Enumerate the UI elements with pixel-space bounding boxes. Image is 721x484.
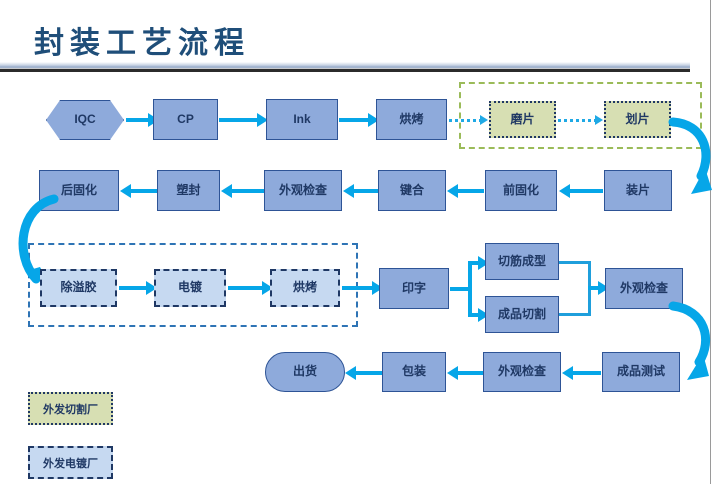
arrowhead-deflash-plating <box>146 281 157 295</box>
connector-deflash-plating <box>119 286 148 290</box>
node-molding[interactable]: 塑封 <box>157 170 220 211</box>
connector-ink-bake1 <box>339 118 370 122</box>
arrowhead-mold-postcure <box>120 184 131 198</box>
arrowhead-bake1-grind <box>480 115 488 125</box>
title-divider-dark <box>0 69 690 72</box>
arrowhead-grind-scribe <box>595 115 603 125</box>
node-bake-2[interactable]: 烘烤 <box>270 269 340 307</box>
connector-trimform-merge <box>559 261 591 264</box>
connector-merge-to-visual2 <box>588 286 602 290</box>
connector-split-to-singulate <box>468 313 482 317</box>
node-pre-cure[interactable]: 前固化 <box>485 170 557 211</box>
connector-diebond-precure <box>570 189 603 193</box>
node-wire-bonding[interactable]: 键合 <box>378 170 446 211</box>
node-grinding[interactable]: 磨片 <box>489 101 556 138</box>
arrowhead-ink-bake1 <box>368 113 379 127</box>
node-cp[interactable]: CP <box>153 99 218 140</box>
slide-right-border <box>710 0 711 484</box>
node-visual-inspection-1[interactable]: 外观检查 <box>264 170 342 211</box>
connector-split-vertical <box>468 263 472 315</box>
arrowhead-bond-visual1 <box>343 184 354 198</box>
node-final-test[interactable]: 成品测试 <box>602 352 680 392</box>
node-visual-inspection-3[interactable]: 外观检查 <box>483 352 561 392</box>
node-ink[interactable]: Ink <box>266 99 338 140</box>
node-shipping[interactable]: 出货 <box>265 352 345 392</box>
connector-finaltest-visual3 <box>573 371 601 375</box>
node-visual-inspection-2[interactable]: 外观检查 <box>605 268 683 309</box>
legend-item-outsourced-plating: 外发电镀厂 <box>28 446 113 479</box>
arrowhead-diebond-precure <box>559 184 570 198</box>
connector-bake2-marking <box>342 286 374 290</box>
arrowhead-precure-bond <box>447 184 458 198</box>
node-plating[interactable]: 电镀 <box>154 269 226 307</box>
page-title: 封装工艺流程 <box>34 27 250 60</box>
connector-iqc-cp <box>126 118 150 122</box>
connector-plating-bake2 <box>228 286 264 290</box>
arrowhead-plating-bake2 <box>262 281 273 295</box>
connector-mold-postcure <box>131 189 157 193</box>
node-die-bonding[interactable]: 装片 <box>604 170 672 211</box>
arrowhead-visual3-packing <box>447 366 458 380</box>
group-outsourced-plating <box>28 243 358 327</box>
arrowhead-split-singulate <box>478 308 489 322</box>
arrowhead-finaltest-visual3 <box>562 366 573 380</box>
connector-packing-shipping <box>356 371 382 375</box>
connector-bake1-grind <box>449 119 482 122</box>
node-iqc[interactable]: IQC <box>46 100 124 140</box>
legend-item-outsourced-cutting: 外发切割厂 <box>28 392 113 425</box>
node-singulation[interactable]: 成品切割 <box>485 296 559 333</box>
connector-visual1-mold <box>232 189 264 193</box>
connector-cp-ink <box>219 118 259 122</box>
node-bake-1[interactable]: 烘烤 <box>376 99 447 140</box>
connector-precure-bond <box>458 189 484 193</box>
arrowhead-visual1-mold <box>221 184 232 198</box>
connector-marking-split <box>450 287 472 291</box>
node-packing[interactable]: 包装 <box>382 352 446 392</box>
arrowhead-bake2-marking <box>372 281 383 295</box>
connector-row3-to-row4 <box>668 301 711 380</box>
arrowhead-cp-ink <box>257 113 268 127</box>
title-divider <box>0 62 690 71</box>
node-scribing[interactable]: 划片 <box>604 101 671 138</box>
arrowhead-split-trimform <box>478 256 489 270</box>
connector-bond-visual1 <box>354 189 379 193</box>
node-marking[interactable]: 印字 <box>379 268 449 309</box>
connector-visual3-packing <box>458 371 483 375</box>
connector-singulate-merge <box>559 313 591 316</box>
arrowhead-merge-visual2 <box>598 281 609 295</box>
node-trim-form[interactable]: 切筋成型 <box>485 243 559 280</box>
arrowhead-packing-shipping <box>345 366 356 380</box>
connector-grind-scribe <box>558 119 597 122</box>
node-post-cure[interactable]: 后固化 <box>39 170 119 211</box>
connector-row1-to-row2 <box>668 117 712 194</box>
node-deflash[interactable]: 除溢胶 <box>40 269 117 307</box>
group-outsourced-cutting <box>459 82 702 149</box>
connector-split-to-trimform <box>468 261 482 265</box>
